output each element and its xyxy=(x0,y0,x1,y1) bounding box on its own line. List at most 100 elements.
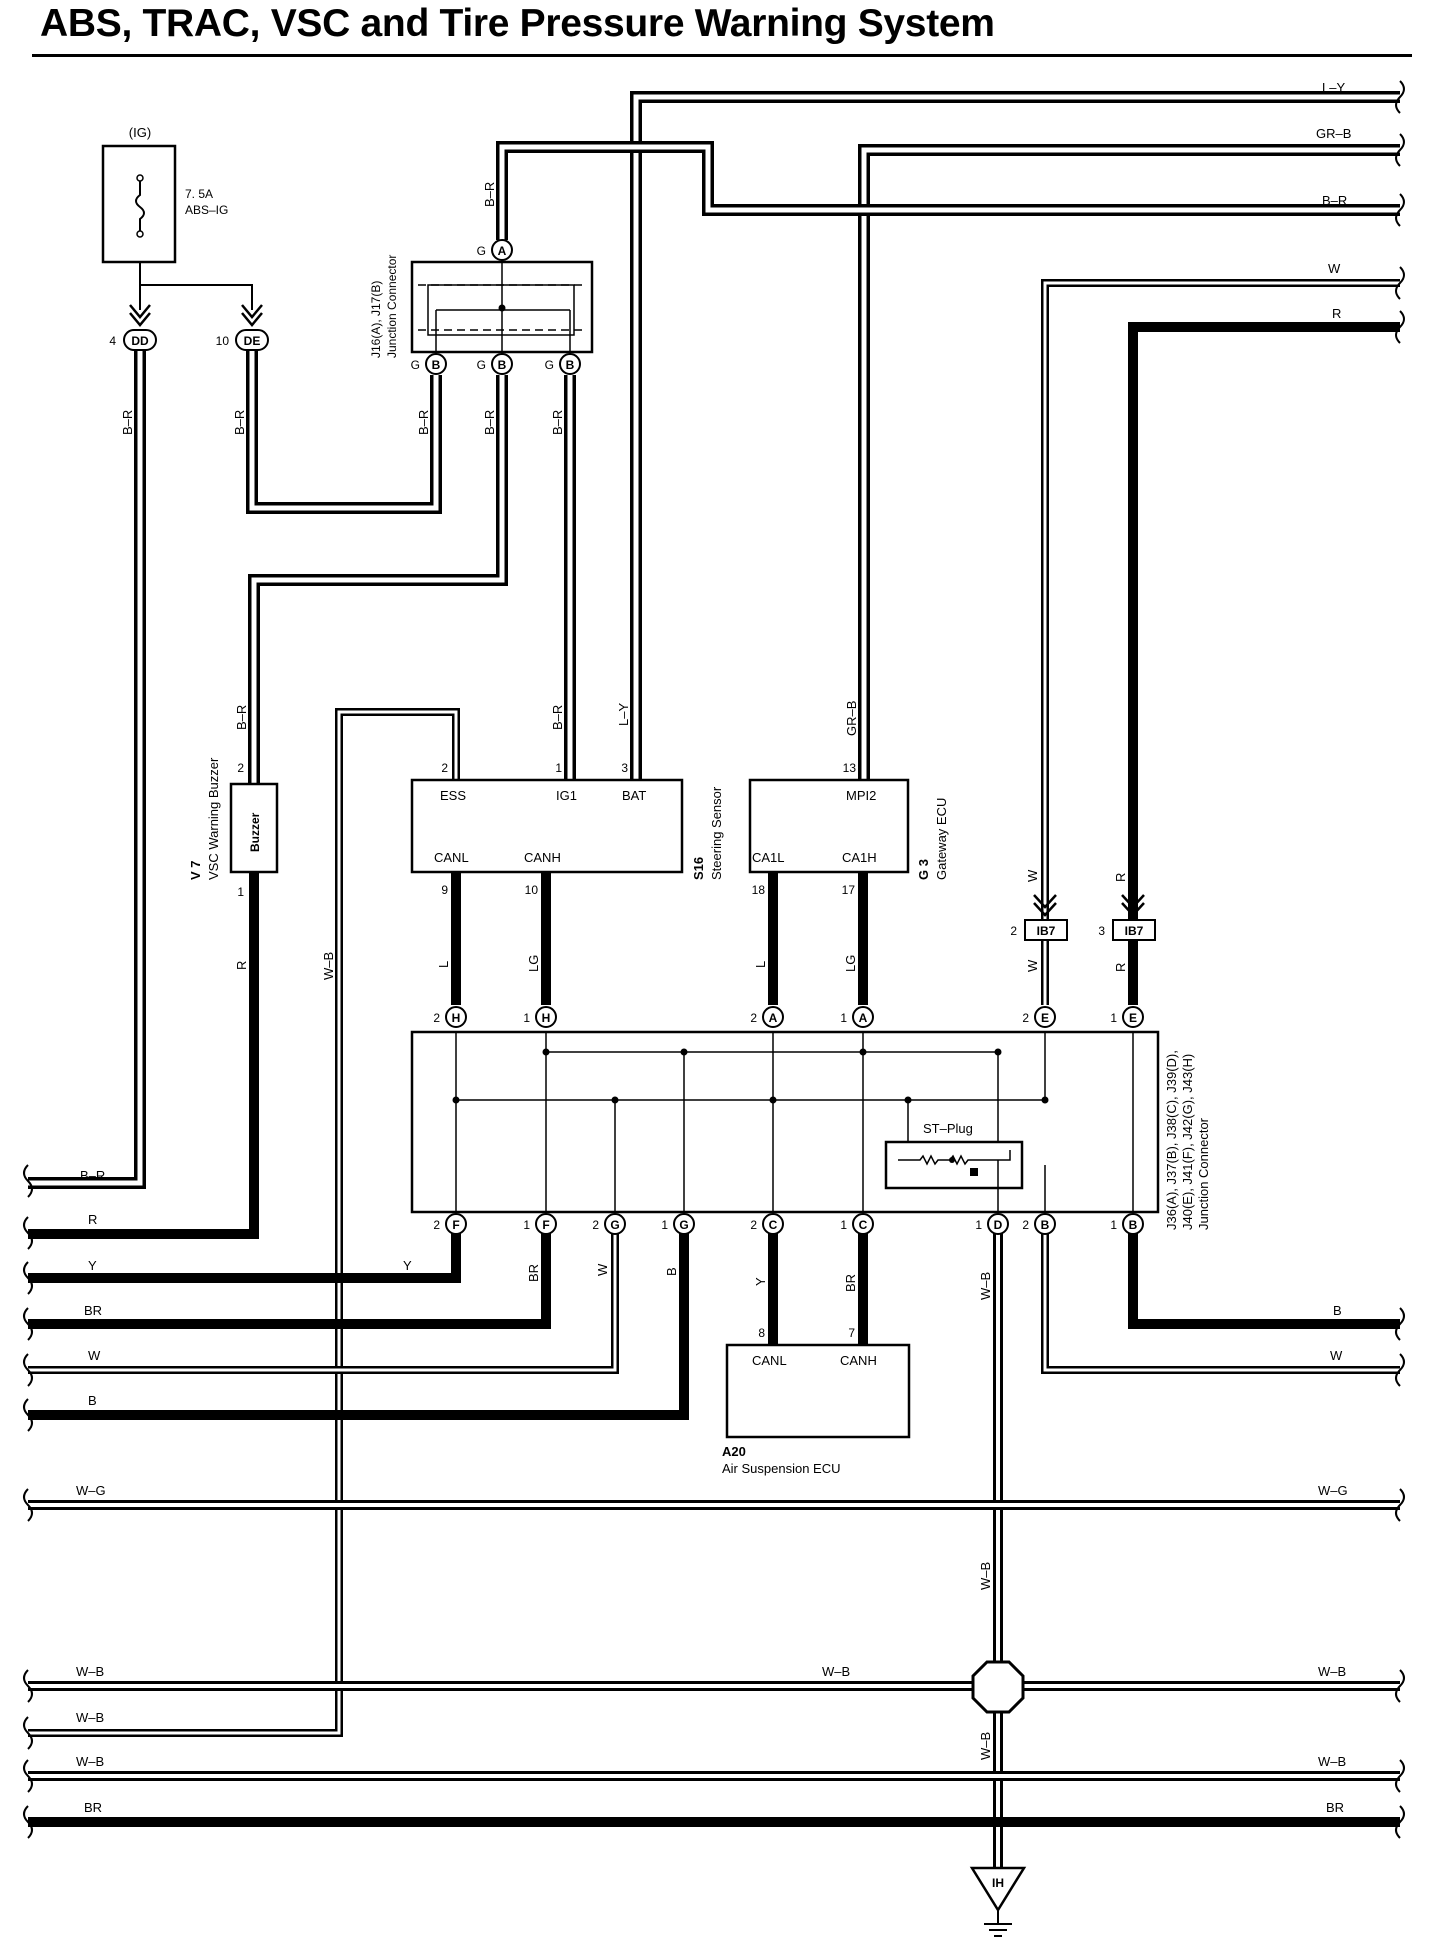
lbl-r-ib7-top: R xyxy=(1113,873,1128,882)
jp-top-3-letter: A xyxy=(859,1011,868,1025)
j36-top-pins: H 2 H 1 A 2 A 1 E 2 E 1 xyxy=(433,1006,1144,1028)
ib7-r-code: IB7 xyxy=(1125,924,1144,938)
page-title: ABS, TRAC, VSC and Tire Pressure Warning… xyxy=(40,2,995,45)
jp-bot-6-pin: 1 xyxy=(975,1218,982,1232)
g3-ca1h: CA1H xyxy=(842,850,877,865)
splice-point xyxy=(971,1660,1025,1714)
lbl-wb-right1: W–B xyxy=(1318,1664,1346,1679)
jp-bot-6-letter: D xyxy=(994,1218,1003,1232)
connector-ib7-r: IB7 3 xyxy=(1098,894,1156,941)
j16-g-b1: G xyxy=(411,358,420,372)
lbl-b-right: B xyxy=(1333,1303,1342,1318)
lbl-wb-low: W–B xyxy=(978,1732,993,1760)
g3-pin-ca1h: 17 xyxy=(842,883,856,897)
right-break-marks xyxy=(1395,80,1405,1839)
lbl-wb-right2: W–B xyxy=(1318,1754,1346,1769)
wire-b-r-de xyxy=(246,350,442,514)
j16-g-b3: G xyxy=(545,358,554,372)
ground-ih: IH xyxy=(969,1866,1027,1937)
jp-bot-3-pin: 1 xyxy=(661,1218,668,1232)
lbl-l-g3: L xyxy=(753,961,768,968)
connector-dd: DD 4 xyxy=(109,304,157,351)
lbl-br-left: B–R xyxy=(80,1168,105,1183)
jp-top-2-letter: A xyxy=(769,1011,778,1025)
de-code: DE xyxy=(244,334,261,348)
buzzer-name: VSC Warning Buzzer xyxy=(206,757,221,880)
jp-bot-0-letter: F xyxy=(452,1218,459,1232)
lbl-ly-right: L–Y xyxy=(1322,80,1345,95)
s16-ess: ESS xyxy=(440,788,466,803)
lbl-r-ib7-bot: R xyxy=(1113,963,1128,972)
lbl-brc-left: BR xyxy=(84,1303,102,1318)
lbl-br-bus-right: BR xyxy=(1326,1800,1344,1815)
j16-g-a: G xyxy=(477,244,486,258)
wire-br xyxy=(28,1230,551,1329)
lbl-y-left: Y xyxy=(88,1258,97,1273)
wire-labels: L–Y GR–B B–R W R B–R B–R B–R B–R B–R B–R… xyxy=(76,80,1351,1815)
lbl-y-mid: Y xyxy=(403,1258,412,1273)
lbl-w-top-right: W xyxy=(1328,261,1341,276)
jp-bot-8-pin: 1 xyxy=(1110,1218,1117,1232)
lbl-wb-d1: W–B xyxy=(978,1272,993,1300)
jp-bot-1-letter: F xyxy=(542,1218,549,1232)
buzzer-label: Buzzer xyxy=(248,812,262,852)
steering-sensor-s16: ESS IG1 BAT CANL CANH 2 1 3 9 10 S16 Ste… xyxy=(410,761,724,897)
lbl-wb-left2: W–B xyxy=(76,1710,104,1725)
lbl-br-buzzer: B–R xyxy=(234,705,249,730)
jp-bot-1-pin: 1 xyxy=(523,1218,530,1232)
fuse-abs-ig: (IG) 7. 5A ABS–IG xyxy=(101,125,228,285)
air-suspension-ecu-a20: CANL CANH 8 7 A20 Air Suspension ECU xyxy=(722,1326,911,1476)
wire-b-left xyxy=(28,1230,689,1420)
lbl-wb-left1: W–B xyxy=(76,1664,104,1679)
j16-ref: J16(A), J17(B) xyxy=(369,281,383,358)
ground-code: IH xyxy=(992,1876,1004,1890)
buzzer-pin-bottom: 1 xyxy=(237,885,244,899)
lbl-wb-left3: W–B xyxy=(76,1754,104,1769)
jp-top-1-letter: H xyxy=(542,1011,551,1025)
buzzer-ref: V 7 xyxy=(188,860,203,880)
lbl-b-left: B xyxy=(88,1393,97,1408)
s16-name: Steering Sensor xyxy=(709,786,724,880)
jp-top-0-pin: 2 xyxy=(433,1011,440,1025)
lbl-wb-mid: W–B xyxy=(978,1562,993,1590)
s16-ref: S16 xyxy=(691,857,706,880)
lbl-b-g1: B xyxy=(664,1267,679,1276)
wire-b-right xyxy=(1128,1230,1400,1329)
lbl-br-f1: BR xyxy=(526,1264,541,1282)
lbl-w-ib7-top: W xyxy=(1025,869,1040,882)
lbl-grb-mpi2: GR–B xyxy=(844,701,859,736)
a20-name: Air Suspension ECU xyxy=(722,1461,841,1476)
lbl-w-ib7-bot: W xyxy=(1025,959,1040,972)
st-plug-label: ST–Plug xyxy=(923,1121,973,1136)
s16-bat: BAT xyxy=(622,788,646,803)
title-underline xyxy=(32,54,1412,57)
j16-pin-b2: B xyxy=(498,358,507,372)
lbl-w-right: W xyxy=(1330,1348,1343,1363)
lbl-wb-center: W–B xyxy=(822,1664,850,1679)
wire-y xyxy=(28,1230,461,1283)
lbl-ly-bat: L–Y xyxy=(616,703,631,726)
wire-w-left xyxy=(28,1230,619,1374)
ib7-w-code: IB7 xyxy=(1037,924,1056,938)
g3-pin-mpi2: 13 xyxy=(843,761,857,775)
lbl-r-top-right: R xyxy=(1332,306,1341,321)
de-pin: 10 xyxy=(216,334,230,348)
jp-bot-4-pin: 2 xyxy=(750,1218,757,1232)
jp-bot-2-pin: 2 xyxy=(592,1218,599,1232)
j36-ref2: J40(E), J41(F), J42(G), J43(H) xyxy=(1180,1054,1195,1230)
g3-mpi2: MPI2 xyxy=(846,788,876,803)
a20-ref: A20 xyxy=(722,1444,746,1459)
lbl-wg-right: W–G xyxy=(1318,1483,1348,1498)
a20-canh: CANH xyxy=(840,1353,877,1368)
j16-name: Junction Connector xyxy=(385,255,399,358)
j36-ref1: J36(A), J37(B), J38(C), J39(D), xyxy=(1164,1050,1179,1230)
wire-w-right xyxy=(1041,1230,1400,1374)
jp-bot-0-pin: 2 xyxy=(433,1218,440,1232)
wire-w-top xyxy=(1041,279,1400,1005)
jp-top-1-pin: 1 xyxy=(523,1011,530,1025)
s16-pin-canl: 9 xyxy=(441,883,448,897)
j16-pin-a: A xyxy=(498,244,507,258)
s16-ig1: IG1 xyxy=(556,788,577,803)
lbl-br-top-right: B–R xyxy=(1322,193,1347,208)
